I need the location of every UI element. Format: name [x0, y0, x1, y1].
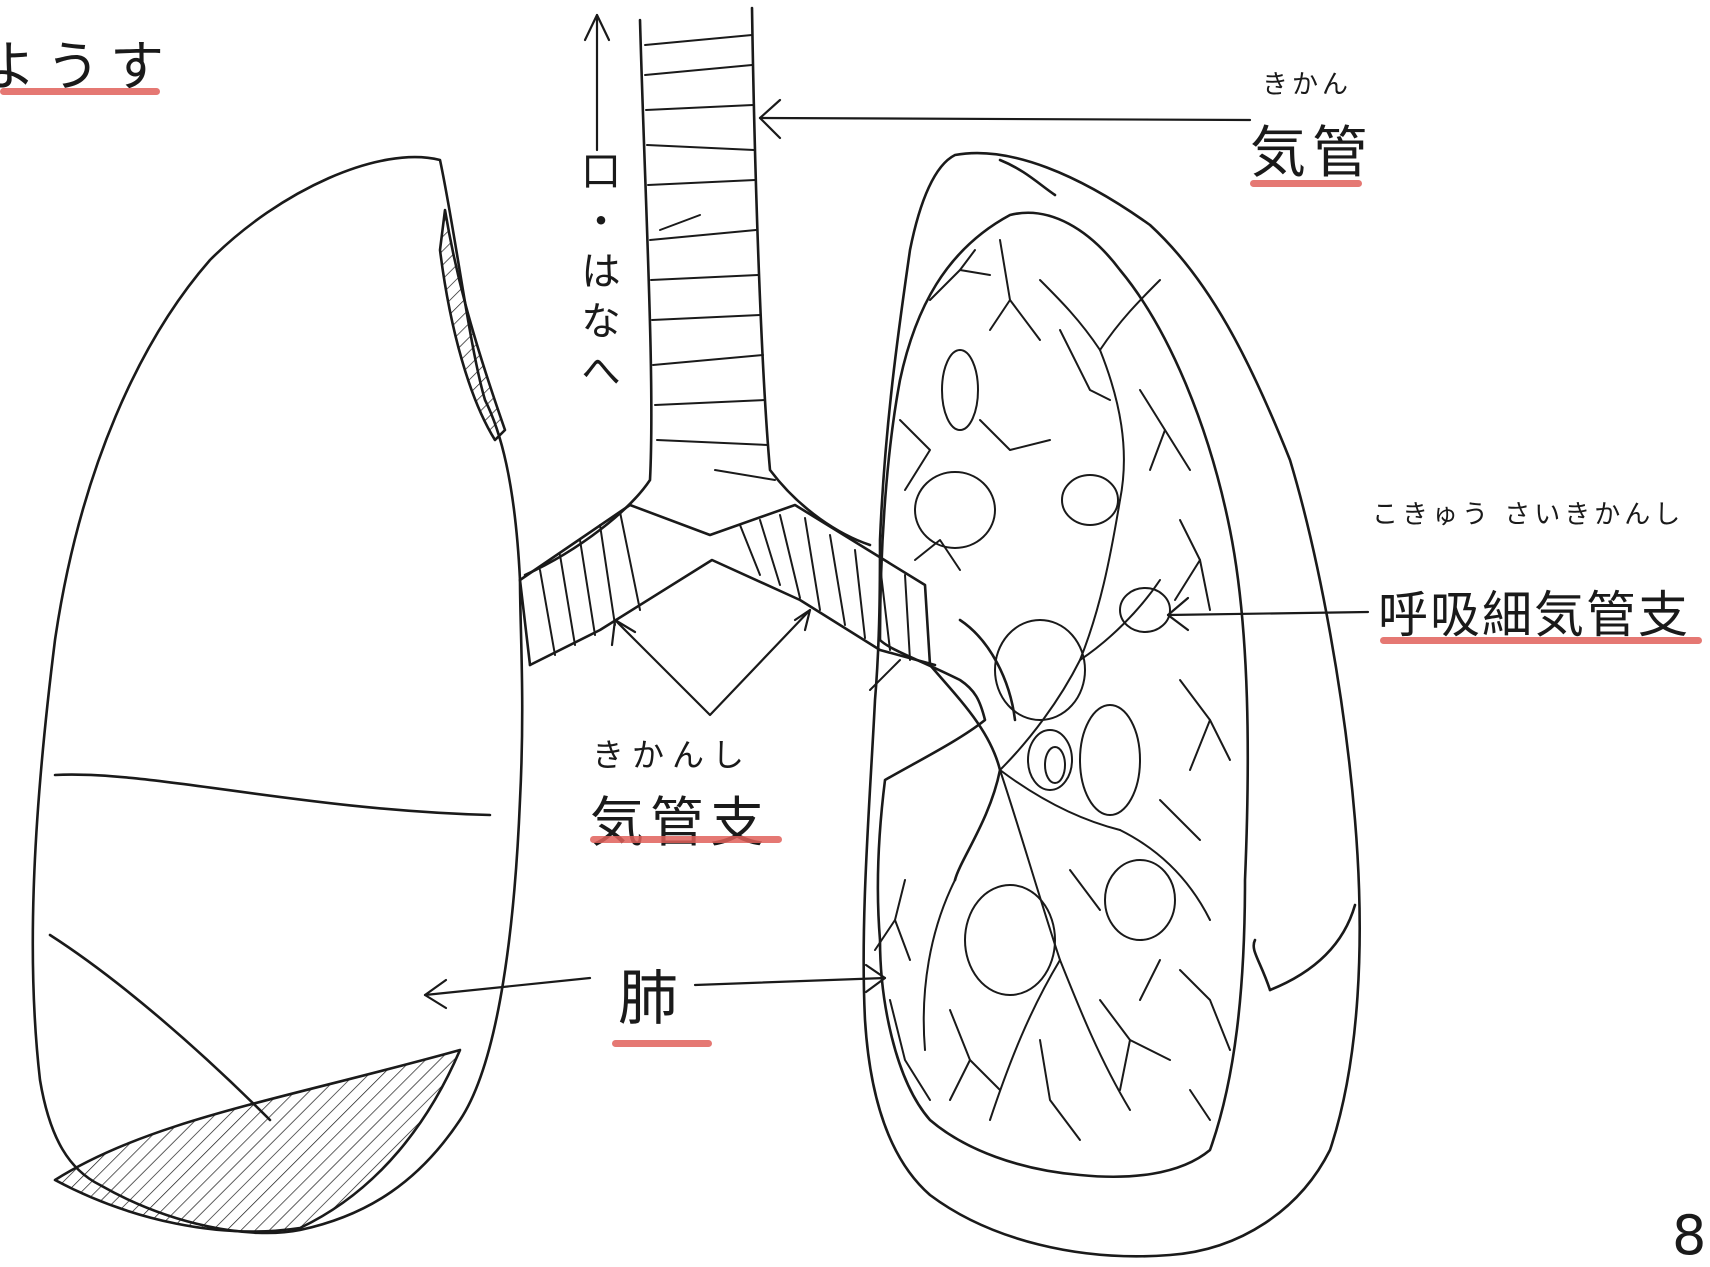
lung-underline — [612, 1040, 712, 1047]
heading-underline — [0, 88, 160, 95]
trachea-reading: きかん — [1262, 64, 1352, 101]
page-mark: 8 — [1672, 1204, 1706, 1267]
bronchus-reading: きかんし — [592, 730, 752, 776]
lung-label: 肺 — [618, 950, 684, 1037]
left-lung — [33, 157, 522, 1233]
bronchus-label: 気管支 — [590, 778, 770, 857]
trachea-label: 気管 — [1250, 108, 1374, 189]
bronchiole-underline — [1380, 637, 1702, 644]
bronchiole-reading: こきゅう さいきかんし — [1372, 494, 1684, 531]
bronchial-tree — [870, 240, 1230, 1140]
bronchus-underline — [590, 836, 782, 843]
direction-label-text: 口・はなへ — [572, 150, 622, 400]
trachea-underline — [1250, 180, 1362, 187]
direction-label: 口・はなへ — [572, 150, 622, 400]
